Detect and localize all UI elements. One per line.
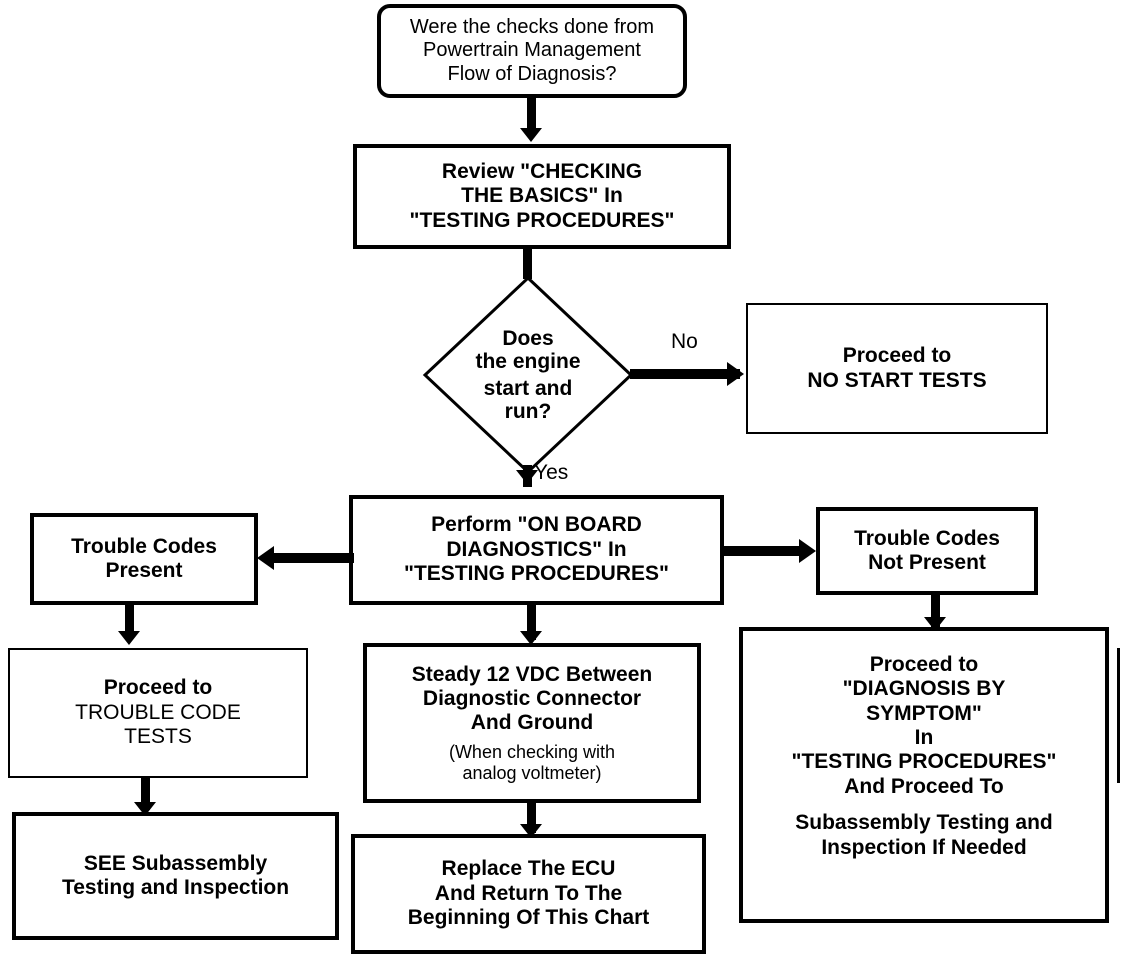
- node-diagnosis-by-symptom: Proceed to "DIAGNOSIS BY SYMPTOM" In "TE…: [739, 627, 1109, 923]
- arrowhead-codes-present-to-tests: [118, 631, 140, 645]
- arrowhead-obd-to-codes-not-present: [799, 539, 816, 563]
- steady12-line-1: Steady 12 VDC Between: [411, 662, 653, 686]
- node-codes-present: Trouble Codes Present: [30, 513, 258, 605]
- codes-not-present-line-1: Trouble Codes: [854, 526, 1000, 550]
- node-on-board-diagnostics: Perform "ON BOARD DIAGNOSTICS" In "TESTI…: [349, 495, 724, 605]
- steady12-line-3: And Ground: [470, 711, 594, 735]
- connector-tests-to-see-subassembly: [141, 778, 150, 810]
- symptom-line-7: Subassembly Testing and: [795, 811, 1053, 835]
- engine-decision-line-2: the engine: [475, 349, 581, 373]
- node-steady-12vdc: Steady 12 VDC Between Diagnostic Connect…: [363, 643, 701, 803]
- engine-decision-line-3: start and: [483, 377, 573, 400]
- symptom-line-1: Proceed to: [869, 653, 979, 676]
- engine-decision-label: Does the engine start and run?: [422, 275, 634, 475]
- arrowhead-start-to-review: [520, 128, 542, 142]
- review-basics-line-3: "TESTING PROCEDURES": [409, 208, 675, 232]
- obd-line-3: "TESTING PROCEDURES": [404, 562, 669, 586]
- node-codes-not-present: Trouble Codes Not Present: [816, 507, 1038, 595]
- replace-ecu-line-1: Replace The ECU: [441, 857, 616, 881]
- steady12-note-line-2: analog voltmeter): [462, 762, 602, 783]
- symptom-line-3: SYMPTOM": [866, 701, 982, 725]
- edge-label-yes: Yes: [534, 461, 569, 484]
- trouble-code-tests-line-3: TESTS: [124, 725, 192, 749]
- trouble-code-tests-line-2: TROUBLE CODE: [75, 700, 241, 724]
- no-start-tests-line-2: NO START TESTS: [807, 368, 987, 392]
- connector-codes-present-to-tests: [125, 605, 134, 637]
- node-trouble-code-tests: Proceed to TROUBLE CODE TESTS: [8, 648, 308, 778]
- replace-ecu-line-2: And Return To The: [434, 881, 623, 905]
- start-question-line-3: Flow of Diagnosis?: [447, 62, 617, 85]
- symptom-line-8: Inspection If Needed: [821, 835, 1027, 859]
- arrowhead-decision-to-no-start: [727, 362, 744, 386]
- node-review-basics: Review "CHECKING THE BASICS" In "TESTING…: [353, 144, 731, 249]
- connector-obd-to-steady12: [527, 605, 536, 640]
- codes-present-line-2: Present: [105, 559, 183, 582]
- node-start-question: Were the checks done from Powertrain Man…: [377, 4, 687, 98]
- replace-ecu-line-3: Beginning Of This Chart: [407, 906, 650, 930]
- steady12-line-2: Diagnostic Connector: [422, 686, 642, 710]
- steady12-note-line-1: (When checking with: [448, 741, 616, 762]
- start-question-line-2: Powertrain Management: [423, 39, 641, 62]
- engine-decision-line-1: Does: [502, 326, 554, 350]
- connector-steady12-to-replace-ecu: [527, 803, 536, 833]
- trouble-code-tests-line-1: Proceed to: [103, 676, 213, 700]
- codes-not-present-line-2: Not Present: [868, 551, 986, 574]
- codes-present-line-1: Trouble Codes: [71, 534, 217, 558]
- obd-line-2: DIAGNOSTICS" In: [446, 537, 627, 561]
- symptom-line-5: "TESTING PROCEDURES": [791, 750, 1057, 774]
- arrowhead-decision-to-obd: [516, 470, 538, 484]
- connector-start-to-review: [527, 98, 536, 131]
- see-subassembly-line-1: SEE Subassembly: [83, 851, 268, 875]
- connector-obd-to-codes-present: [274, 553, 354, 563]
- node-no-start-tests: Proceed to NO START TESTS: [746, 303, 1048, 434]
- review-basics-line-2: THE BASICS" In: [461, 184, 623, 208]
- symptom-line-2: "DIAGNOSIS BY: [842, 677, 1006, 701]
- see-subassembly-line-2: Testing and Inspection: [61, 876, 290, 899]
- symptom-line-6: And Proceed To: [844, 774, 1004, 798]
- review-basics-line-1: Review "CHECKING: [441, 159, 643, 183]
- obd-line-1: Perform "ON BOARD: [431, 513, 642, 537]
- arrowhead-obd-to-steady12: [520, 631, 542, 645]
- connector-obd-to-codes-not-present: [722, 546, 802, 556]
- engine-decision-line-4: run?: [504, 400, 552, 424]
- node-engine-decision: Does the engine start and run?: [422, 275, 634, 475]
- symptom-line-4: In: [914, 726, 934, 750]
- node-replace-ecu: Replace The ECU And Return To The Beginn…: [351, 834, 706, 954]
- start-question-line-1: Were the checks done from: [409, 16, 655, 39]
- connector-codes-not-present-to-symptom: [931, 595, 940, 627]
- connector-review-to-decision: [523, 249, 532, 279]
- arrowhead-obd-to-codes-present: [257, 546, 274, 570]
- decorative-vertical-rule: [1117, 648, 1120, 783]
- edge-label-no: No: [671, 330, 698, 353]
- no-start-tests-line-1: Proceed to: [842, 344, 952, 368]
- node-see-subassembly: SEE Subassembly Testing and Inspection: [12, 812, 339, 940]
- connector-decision-to-no-start: [630, 369, 740, 379]
